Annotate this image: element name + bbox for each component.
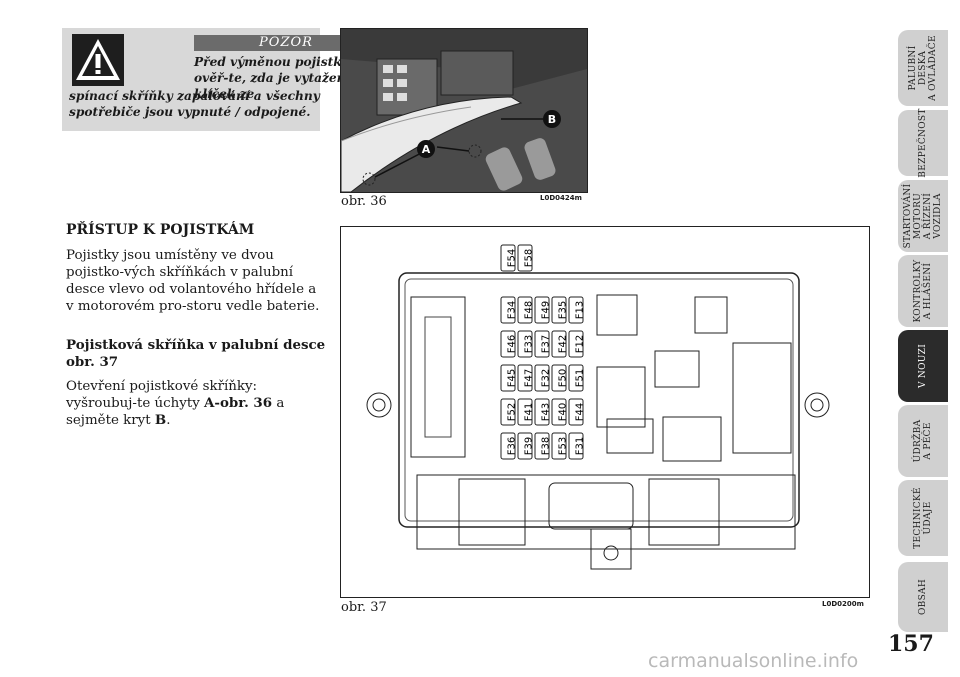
paragraph-2-b: B bbox=[154, 412, 167, 428]
svg-text:F54: F54 bbox=[507, 249, 518, 267]
fuse-f38: F38 bbox=[534, 432, 552, 460]
fuse-f33: F33 bbox=[517, 330, 535, 358]
svg-text:F41: F41 bbox=[524, 403, 535, 421]
svg-text:F13: F13 bbox=[575, 301, 586, 319]
paragraph-2-end: . bbox=[166, 413, 171, 428]
fuse-f36: F36 bbox=[500, 432, 518, 460]
fuse-f53: F53 bbox=[551, 432, 569, 460]
dashboard-illustration: A B bbox=[340, 29, 587, 193]
figure-37-caption: obr. 37 bbox=[341, 600, 387, 615]
figure-36-code: L0D0424m bbox=[540, 194, 582, 202]
svg-text:F31: F31 bbox=[575, 437, 586, 455]
watermark: carmanualsonline.info bbox=[648, 650, 859, 672]
svg-text:F34: F34 bbox=[507, 301, 518, 319]
chapter-tab[interactable]: OBSAH bbox=[898, 562, 948, 632]
paragraph-2-mid: a sejměte kryt bbox=[66, 396, 285, 428]
svg-text:F53: F53 bbox=[558, 437, 569, 455]
svg-text:F49: F49 bbox=[541, 301, 552, 319]
chapter-tab-label: BEZPEČNOST bbox=[918, 108, 928, 178]
warning-text-2: spínací skříňky zapalování a všechny spo… bbox=[69, 89, 320, 119]
chapter-tab[interactable]: TECHNICKÉ ÚDAJE bbox=[898, 480, 948, 556]
chapter-tab-label: V NOUZI bbox=[918, 343, 928, 389]
fuse-f49: F49 bbox=[534, 296, 552, 324]
svg-text:F40: F40 bbox=[558, 403, 569, 421]
fuse-f13: F13 bbox=[568, 296, 586, 324]
fuse-f39: F39 bbox=[517, 432, 535, 460]
svg-text:F52: F52 bbox=[507, 403, 518, 421]
svg-text:F48: F48 bbox=[524, 301, 535, 319]
fuse-f40: F40 bbox=[551, 398, 569, 426]
fuse-f37: F37 bbox=[534, 330, 552, 358]
svg-text:F37: F37 bbox=[541, 335, 552, 353]
callout-b-label: B bbox=[548, 113, 556, 126]
svg-text:F58: F58 bbox=[524, 249, 535, 267]
svg-text:F35: F35 bbox=[558, 301, 569, 319]
warning-triangle-icon bbox=[72, 34, 124, 86]
figure-37-code: L0D0200m bbox=[822, 600, 864, 608]
fuse-f44: F44 bbox=[568, 398, 586, 426]
chapter-tab[interactable]: BEZPEČNOST bbox=[898, 108, 948, 178]
fuse-f45: F45 bbox=[500, 364, 518, 392]
chapter-tab-label: KONTROLKY A HLÁŠENÍ bbox=[913, 259, 933, 323]
svg-text:F39: F39 bbox=[524, 437, 535, 455]
svg-text:F36: F36 bbox=[507, 437, 518, 455]
chapter-tab-label: STARTOVÁNÍ MOTORU A ŘÍZENÍ VOZIDLA bbox=[903, 183, 943, 249]
figure-36-caption: obr. 36 bbox=[341, 194, 387, 209]
callout-a-label: A bbox=[422, 143, 431, 156]
warning-box: POZOR Před výměnou pojistky ověř-te, zda… bbox=[62, 28, 378, 131]
fuse-f35: F35 bbox=[551, 296, 569, 324]
fuse-f51: F51 bbox=[568, 364, 586, 392]
fuse-f48: F48 bbox=[517, 296, 535, 324]
svg-text:F32: F32 bbox=[541, 369, 552, 387]
svg-text:F51: F51 bbox=[575, 369, 586, 387]
chapter-tab[interactable]: PALUBNÍ DESKA A OVLÁDAČE bbox=[898, 30, 948, 106]
svg-text:F38: F38 bbox=[541, 437, 552, 455]
chapter-tab[interactable]: V NOUZI bbox=[898, 330, 948, 402]
fuse-f47: F47 bbox=[517, 364, 535, 392]
fuse-f54: F54 bbox=[500, 244, 518, 272]
chapter-tab-label: TECHNICKÉ ÚDAJE bbox=[913, 487, 933, 549]
fuse-f12: F12 bbox=[568, 330, 586, 358]
chapter-tab-label: ÚDRŽBA A PÉČE bbox=[913, 419, 933, 463]
fuse-f46: F46 bbox=[500, 330, 518, 358]
chapter-tab[interactable]: ÚDRŽBA A PÉČE bbox=[898, 405, 948, 477]
fuse-f31: F31 bbox=[568, 432, 586, 460]
svg-text:F47: F47 bbox=[524, 369, 535, 387]
fuse-f58: F58 bbox=[517, 244, 535, 272]
warning-text-1: Před výměnou pojistky ověř-te, zda je vy… bbox=[194, 55, 353, 101]
svg-text:F43: F43 bbox=[541, 403, 552, 421]
paragraph-2: Otevření pojistkové skříňky: vyšroubuj-t… bbox=[66, 378, 328, 429]
fuse-f50: F50 bbox=[551, 364, 569, 392]
figure-36: A B bbox=[340, 28, 588, 193]
chapter-tab[interactable]: STARTOVÁNÍ MOTORU A ŘÍZENÍ VOZIDLA bbox=[898, 180, 948, 252]
fuse-f41: F41 bbox=[517, 398, 535, 426]
fuse-f52: F52 bbox=[500, 398, 518, 426]
paragraph-2-ref: A-obr. 36 bbox=[204, 395, 273, 411]
chapter-tab[interactable]: KONTROLKY A HLÁŠENÍ bbox=[898, 255, 948, 327]
subheading: Pojistková skříňka v palubní desce obr. … bbox=[66, 337, 326, 370]
chapter-tab-label: OBSAH bbox=[918, 578, 928, 616]
svg-text:F46: F46 bbox=[507, 335, 518, 353]
chapter-tab-label: PALUBNÍ DESKA A OVLÁDAČE bbox=[908, 35, 938, 101]
svg-text:F44: F44 bbox=[575, 403, 586, 421]
page-number: 157 bbox=[888, 631, 934, 657]
paragraph-2-text: Otevření pojistkové skříňky: vyšroubuj-t… bbox=[66, 379, 258, 411]
fuse-f42: F42 bbox=[551, 330, 569, 358]
svg-text:F42: F42 bbox=[558, 335, 569, 353]
svg-text:F50: F50 bbox=[558, 369, 569, 387]
section-title: PŘÍSTUP K POJISTKÁM bbox=[66, 222, 255, 238]
fuse-f32: F32 bbox=[534, 364, 552, 392]
paragraph-1: Pojistky jsou umístěny ve dvou pojistko-… bbox=[66, 248, 320, 314]
warning-title: POZOR bbox=[194, 35, 378, 51]
svg-text:F33: F33 bbox=[524, 335, 535, 353]
callout-a bbox=[417, 140, 435, 158]
callout-b bbox=[543, 110, 561, 128]
fuse-f43: F43 bbox=[534, 398, 552, 426]
fuse-f34: F34 bbox=[500, 296, 518, 324]
svg-text:F12: F12 bbox=[575, 335, 586, 353]
svg-text:F45: F45 bbox=[507, 369, 518, 387]
